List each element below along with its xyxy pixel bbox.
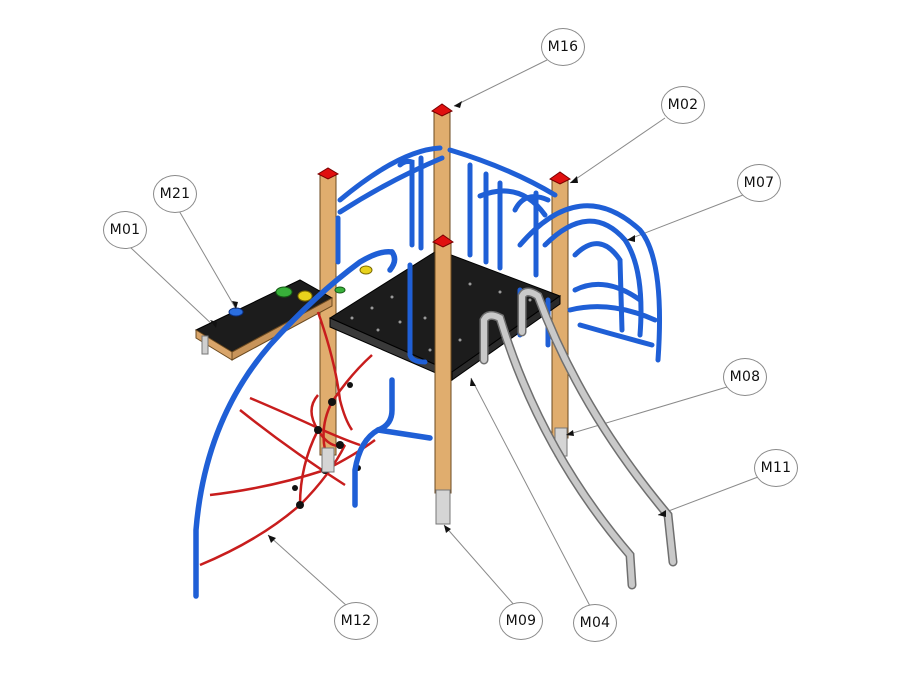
front-posts xyxy=(321,234,454,525)
post-foot-back-left xyxy=(321,447,335,473)
post-foot-front-center xyxy=(435,489,451,525)
leader-m04 xyxy=(470,377,591,607)
leader-m21 xyxy=(177,208,237,310)
callout-m08: M08 xyxy=(723,358,767,396)
climbing-hold-yellow-2-icon xyxy=(359,265,373,275)
callout-m09: M09 xyxy=(499,602,543,640)
net-frame xyxy=(193,248,433,599)
leader-m01 xyxy=(129,246,217,329)
leader-m09 xyxy=(443,524,516,607)
leader-m12 xyxy=(267,534,348,607)
leader-m08 xyxy=(565,386,728,436)
post-cap-back-right-icon xyxy=(549,171,571,185)
leader-lines xyxy=(129,59,759,607)
climbing-hold-green-icon xyxy=(275,286,293,298)
callout-m16: M16 xyxy=(541,28,585,66)
post-front-center xyxy=(434,242,452,494)
callout-m21: M21 xyxy=(153,175,197,213)
callout-m01: M01 xyxy=(103,211,147,249)
callout-m11: M11 xyxy=(754,449,798,487)
climbing-hold-green-2-icon xyxy=(334,286,346,294)
callout-m04: M04 xyxy=(573,604,617,642)
callout-m12: M12 xyxy=(334,602,378,640)
arch-climber xyxy=(512,194,662,363)
post-cap-back-left-icon xyxy=(316,167,340,180)
post-back-right xyxy=(551,179,569,439)
leader-m11 xyxy=(657,476,759,516)
post-cap-front-center-icon xyxy=(432,234,454,248)
callout-m07: M07 xyxy=(737,164,781,202)
leader-m02 xyxy=(569,117,666,184)
leader-m16 xyxy=(453,59,548,107)
climbing-hold-blue-icon xyxy=(228,307,244,317)
callout-m02: M02 xyxy=(661,86,705,124)
slides xyxy=(479,287,678,590)
climbing-hold-yellow-icon xyxy=(297,290,313,302)
leader-m07 xyxy=(626,194,744,241)
leader-arrowheads xyxy=(210,101,666,543)
rear-frame xyxy=(335,145,558,278)
post-cap-back-center-icon xyxy=(431,103,453,117)
